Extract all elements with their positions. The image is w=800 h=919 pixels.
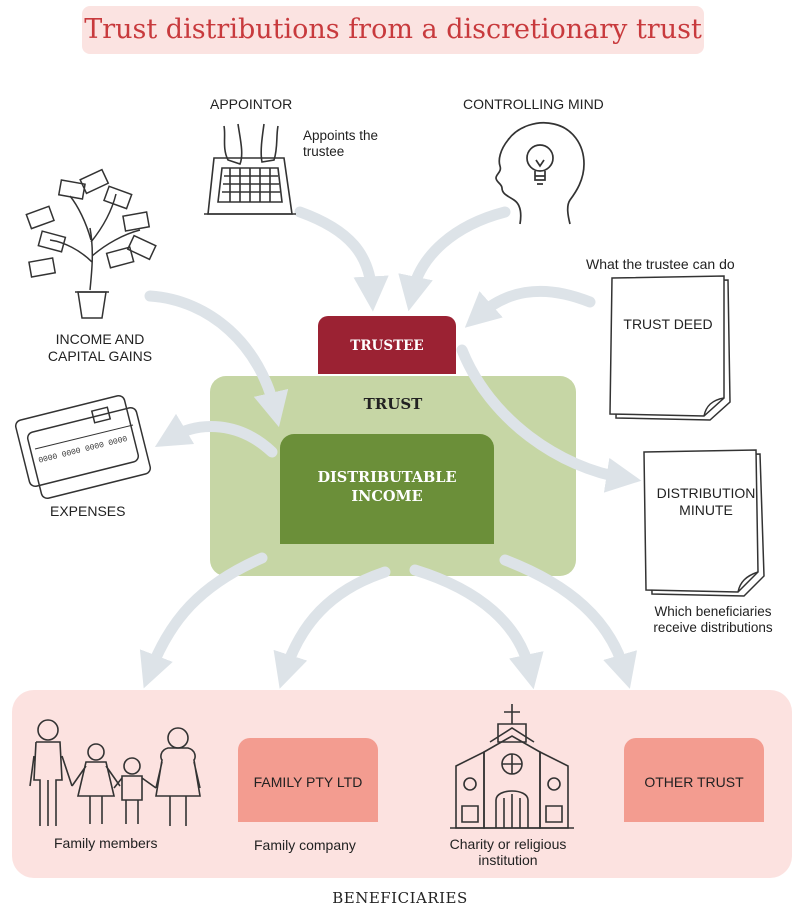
arrow-income-trust (144, 290, 289, 428)
arrow-income-company (273, 566, 391, 689)
distribution-minute-caption: Which beneficiaries receive distribution… (636, 604, 790, 636)
appointor-note-line1: Appoints the (303, 128, 379, 143)
charity-label: Charity or religious institution (430, 836, 586, 868)
appointor-note: Appoints the trustee (303, 128, 378, 160)
family-company-label: Family company (254, 837, 356, 853)
arrow-deed-trustee (464, 285, 596, 328)
arrow-income-family (139, 552, 268, 689)
charity-line1: Charity or religious (449, 836, 567, 852)
charity-line2: institution (478, 852, 538, 868)
appointor-label: APPOINTOR (210, 96, 293, 112)
income-gains-line1: INCOME AND (55, 331, 145, 347)
head-lightbulb-icon (495, 121, 585, 225)
distributable-income-box (280, 434, 494, 544)
arrow-mind-trustee (398, 206, 511, 312)
trustee-label: TRUSTEE (350, 338, 424, 354)
money-tree-icon (25, 168, 157, 319)
distribution-minute-label: DISTRIBUTION MINUTE (644, 485, 768, 519)
family-members-label: Family members (54, 835, 158, 851)
trust-deed-document-icon (609, 275, 731, 421)
family-icon (29, 719, 201, 826)
credit-card-icon: 0000 0000 0000 0000 (14, 394, 152, 500)
trustee-box (318, 316, 456, 374)
arrow-trustee-minute (456, 344, 642, 493)
income-gains-label: INCOME AND CAPITAL GAINS (40, 331, 160, 365)
church-icon (450, 704, 574, 829)
distribution-minute-caption-line2: receive distributions (653, 620, 773, 635)
trust-label: TRUST (363, 395, 423, 413)
arrow-income-charity (409, 564, 544, 690)
laptop-icon (204, 123, 296, 215)
distributable-income-line2: INCOME (351, 488, 423, 505)
appointor-note-line2: trustee (303, 144, 345, 159)
distribution-minute-line2: MINUTE (679, 502, 733, 518)
card-number: 0000 0000 0000 0000 (38, 435, 129, 466)
beneficiaries-title: BENEFICIARIES (332, 889, 468, 907)
distribution-minute-caption-line1: Which beneficiaries (654, 604, 772, 619)
trust-deed-caption: What the trustee can do (586, 256, 735, 272)
controlling-mind-label: CONTROLLING MIND (463, 96, 604, 112)
title-banner (82, 6, 704, 54)
family-company-box (238, 738, 378, 822)
distributable-income-label: DISTRIBUTABLE INCOME (280, 468, 494, 506)
arrow-income-expenses (154, 413, 278, 458)
arrow-income-othertrust (499, 554, 638, 689)
distribution-minute-document-icon (643, 449, 765, 597)
distributable-income-line1: DISTRIBUTABLE (317, 469, 457, 486)
arrow-appointor-trustee (294, 206, 389, 312)
expenses-label: EXPENSES (50, 503, 126, 519)
other-trust-box (624, 738, 764, 822)
income-gains-line2: CAPITAL GAINS (47, 348, 153, 364)
distribution-minute-line1: DISTRIBUTION (656, 485, 756, 501)
diagram-title: Trust distributions from a discretionary… (84, 14, 702, 45)
family-company-box-label: FAMILY PTY LTD (253, 774, 363, 790)
trust-deed-label: TRUST DEED (623, 316, 713, 332)
other-trust-label: OTHER TRUST (644, 774, 744, 790)
